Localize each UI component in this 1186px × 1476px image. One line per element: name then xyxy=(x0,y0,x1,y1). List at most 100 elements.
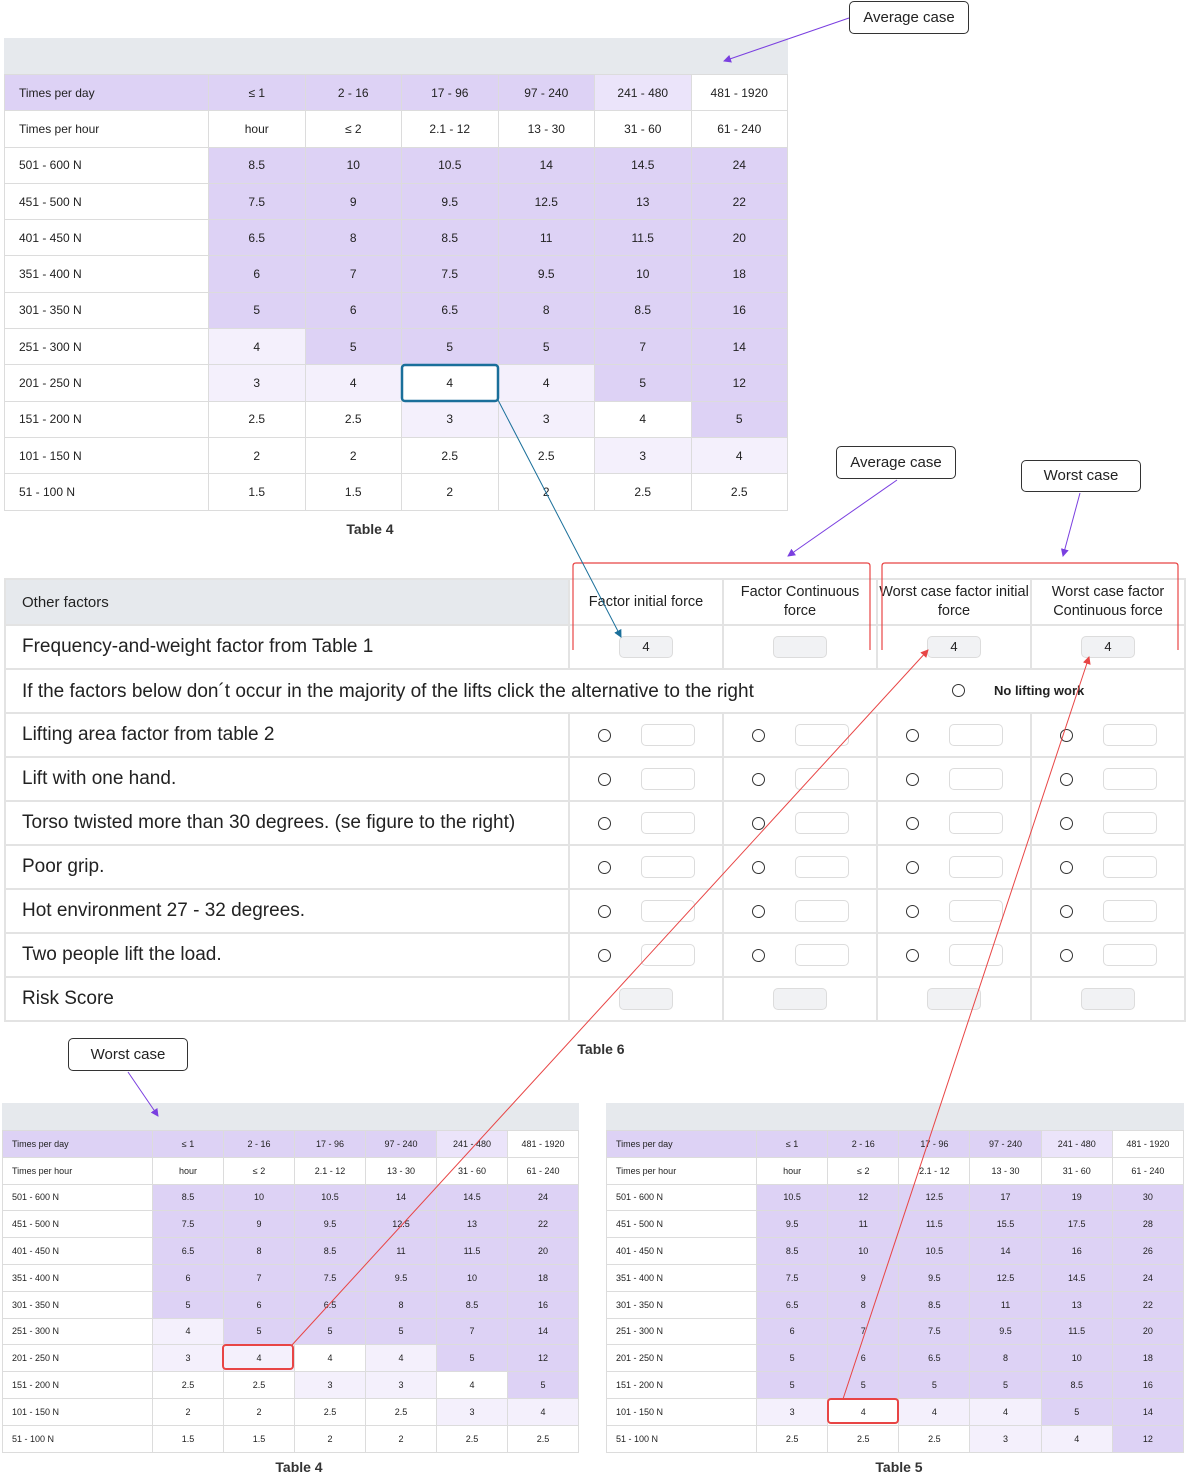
table4-top-value-cell[interactable]: 4 xyxy=(208,328,306,366)
table5-value-cell[interactable]: 3 xyxy=(755,1397,829,1426)
factor-continuous-input[interactable] xyxy=(794,856,849,878)
table5-value-cell[interactable]: 9.5 xyxy=(898,1263,971,1292)
factor-initial-input[interactable] xyxy=(640,768,695,790)
table5-value-cell[interactable]: 9 xyxy=(827,1263,900,1292)
table5-value-cell[interactable]: 15.5 xyxy=(969,1210,1042,1239)
table4-top-value-cell[interactable]: 7.5 xyxy=(208,182,306,221)
table5-value-cell[interactable]: 12.5 xyxy=(969,1263,1042,1292)
table4-bottom-value-cell[interactable]: 5 xyxy=(294,1317,366,1346)
table4-bottom-value-cell[interactable]: 11.5 xyxy=(436,1237,508,1265)
table5-value-cell[interactable]: 6.5 xyxy=(755,1290,829,1319)
table4-bottom-value-cell[interactable]: 9.5 xyxy=(365,1263,437,1292)
factor-worst-continuous-radio[interactable] xyxy=(1059,772,1073,786)
table4-bottom-value-cell[interactable]: 5 xyxy=(152,1290,224,1319)
freq-worst-continuous-input[interactable]: 4 xyxy=(1081,636,1135,658)
table5-value-cell[interactable]: 19 xyxy=(1040,1183,1113,1212)
table4-bottom-value-cell[interactable]: 7.5 xyxy=(294,1263,366,1292)
factor-worst-initial-input[interactable] xyxy=(948,900,1003,922)
factor-worst-continuous-radio[interactable] xyxy=(1059,904,1073,918)
table4-top-value-cell[interactable]: 2.5 xyxy=(497,436,595,475)
factor-initial-input[interactable] xyxy=(640,944,695,966)
table5-value-cell[interactable]: 11.5 xyxy=(1040,1317,1113,1346)
table4-bottom-value-cell[interactable]: 8 xyxy=(223,1237,295,1265)
table4-bottom-value-cell[interactable]: 6.5 xyxy=(294,1290,366,1319)
table4-top-value-cell[interactable]: 12.5 xyxy=(497,182,595,221)
factor-worst-continuous-radio[interactable] xyxy=(1059,860,1073,874)
table5-value-cell[interactable]: 18 xyxy=(1111,1344,1185,1373)
table4-bottom-value-cell[interactable]: 4 xyxy=(152,1317,224,1346)
table4-top-value-cell[interactable]: 10 xyxy=(594,255,692,293)
freq-worst-initial-input[interactable]: 4 xyxy=(927,636,981,658)
table4-bottom-value-cell[interactable]: 12 xyxy=(507,1344,579,1373)
factor-worst-initial-input[interactable] xyxy=(948,812,1003,834)
table4-bottom-value-cell[interactable]: 2.5 xyxy=(223,1371,295,1399)
table4-top-value-cell[interactable]: 2 xyxy=(304,436,402,475)
table5-value-cell[interactable]: 22 xyxy=(1111,1290,1185,1319)
table4-bottom-value-cell[interactable]: 10 xyxy=(436,1263,508,1292)
table5-value-cell[interactable]: 14 xyxy=(1111,1397,1185,1426)
table5-value-cell[interactable]: 28 xyxy=(1111,1210,1185,1239)
table5-value-cell[interactable]: 10 xyxy=(1040,1344,1113,1373)
table5-value-cell[interactable]: 9.5 xyxy=(755,1210,829,1239)
factor-continuous-radio[interactable] xyxy=(751,816,765,830)
factor-worst-continuous-input[interactable] xyxy=(1102,856,1157,878)
factor-continuous-input[interactable] xyxy=(794,812,849,834)
factor-worst-continuous-radio[interactable] xyxy=(1059,816,1073,830)
factor-worst-initial-input[interactable] xyxy=(948,944,1003,966)
table4-top-value-cell[interactable]: 2.5 xyxy=(690,473,788,511)
table4-top-value-cell[interactable]: 3 xyxy=(401,400,499,438)
table4-bottom-value-cell[interactable]: 2 xyxy=(152,1397,224,1426)
table4-top-value-cell[interactable]: 4 xyxy=(690,436,788,475)
table5-value-cell[interactable]: 26 xyxy=(1111,1237,1185,1265)
factor-worst-continuous-radio[interactable] xyxy=(1059,948,1073,962)
table5-value-cell[interactable]: 4 xyxy=(969,1397,1042,1426)
table4-top-value-cell[interactable]: 8.5 xyxy=(594,291,692,330)
table5-value-cell[interactable]: 5 xyxy=(898,1371,971,1399)
table4-top-value-cell[interactable]: 8.5 xyxy=(401,219,499,257)
table5-value-cell[interactable]: 30 xyxy=(1111,1183,1185,1212)
table4-bottom-value-cell[interactable]: 2.5 xyxy=(507,1424,579,1453)
table5-value-cell[interactable]: 8 xyxy=(827,1290,900,1319)
table5-value-cell[interactable]: 16 xyxy=(1111,1371,1185,1399)
no-lifting-work-radio[interactable] xyxy=(952,684,965,697)
table5-value-cell[interactable]: 11 xyxy=(969,1290,1042,1319)
table4-top-value-cell[interactable]: 7 xyxy=(594,328,692,366)
table4-top-value-cell[interactable]: 7 xyxy=(304,255,402,293)
table4-top-value-cell[interactable]: 8 xyxy=(304,219,402,257)
table5-value-cell[interactable]: 7.5 xyxy=(755,1263,829,1292)
factor-continuous-input[interactable] xyxy=(794,724,849,746)
table4-bottom-value-cell[interactable]: 3 xyxy=(436,1397,508,1426)
table4-bottom-value-cell[interactable]: 6.5 xyxy=(152,1237,224,1265)
table5-value-cell[interactable]: 4 xyxy=(898,1397,971,1426)
table5-value-cell[interactable]: 4 xyxy=(827,1397,900,1426)
factor-worst-initial-radio[interactable] xyxy=(905,948,919,962)
table4-bottom-value-cell[interactable]: 13 xyxy=(436,1210,508,1239)
table4-bottom-value-cell[interactable]: 8.5 xyxy=(436,1290,508,1319)
table4-top-value-cell[interactable]: 5 xyxy=(497,328,595,366)
table5-value-cell[interactable]: 8.5 xyxy=(898,1290,971,1319)
factor-worst-initial-radio[interactable] xyxy=(905,772,919,786)
table5-value-cell[interactable]: 5 xyxy=(969,1371,1042,1399)
table4-top-value-cell[interactable]: 9 xyxy=(304,182,402,221)
factor-initial-radio[interactable] xyxy=(597,904,611,918)
table4-top-value-cell[interactable]: 5 xyxy=(208,291,306,330)
table4-bottom-value-cell[interactable]: 2.5 xyxy=(436,1424,508,1453)
factor-initial-input[interactable] xyxy=(640,812,695,834)
table4-top-value-cell[interactable]: 2 xyxy=(208,436,306,475)
table4-top-value-cell[interactable]: 8.5 xyxy=(208,146,306,184)
table4-top-value-cell[interactable]: 2.5 xyxy=(208,400,306,438)
factor-worst-continuous-input[interactable] xyxy=(1102,944,1157,966)
table4-top-value-cell[interactable]: 6 xyxy=(304,291,402,330)
table4-top-value-cell[interactable]: 11 xyxy=(497,219,595,257)
factor-continuous-radio[interactable] xyxy=(751,728,765,742)
table5-value-cell[interactable]: 7.5 xyxy=(898,1317,971,1346)
table4-top-value-cell[interactable]: 2.5 xyxy=(401,436,499,475)
table4-bottom-value-cell[interactable]: 6 xyxy=(223,1290,295,1319)
table5-value-cell[interactable]: 24 xyxy=(1111,1263,1185,1292)
table5-value-cell[interactable]: 17.5 xyxy=(1040,1210,1113,1239)
factor-worst-initial-radio[interactable] xyxy=(905,728,919,742)
factor-continuous-radio[interactable] xyxy=(751,860,765,874)
table4-top-value-cell[interactable]: 2.5 xyxy=(304,400,402,438)
table4-bottom-value-cell[interactable]: 14.5 xyxy=(436,1183,508,1212)
table5-value-cell[interactable]: 11.5 xyxy=(898,1210,971,1239)
